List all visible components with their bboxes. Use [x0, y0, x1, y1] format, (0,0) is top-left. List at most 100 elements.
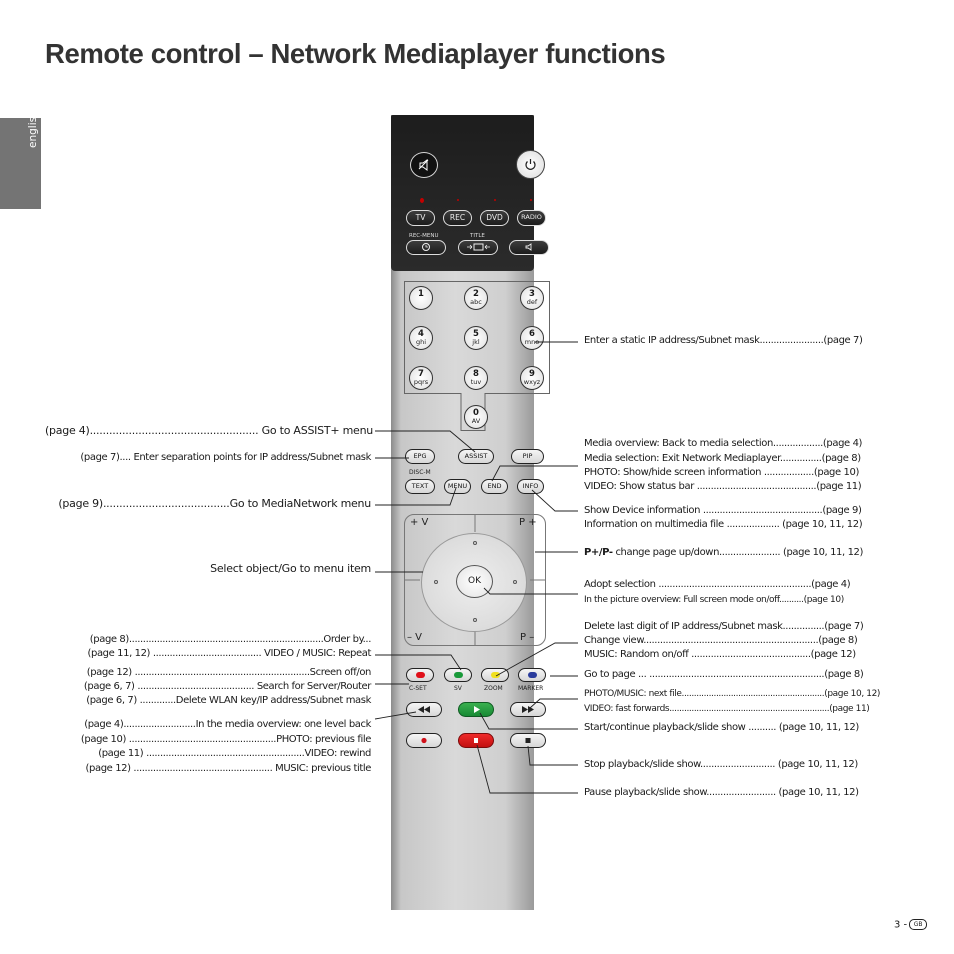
stop-icon	[525, 738, 531, 743]
ok-button[interactable]: OK	[456, 565, 493, 598]
format-button[interactable]	[458, 240, 498, 255]
page-number: 3 -GB	[894, 919, 928, 931]
green-button[interactable]	[444, 668, 472, 682]
annotation-back-to-media: Media overview: Back to media selection.…	[584, 438, 863, 449]
blue-button[interactable]	[518, 668, 546, 682]
dvd-button[interactable]: DVD	[480, 210, 509, 226]
annotation-change-view: Change view.............................…	[584, 635, 858, 646]
play-button[interactable]	[458, 702, 494, 717]
marker-label: MARKER	[518, 685, 544, 692]
c-set-label: C-SET	[409, 685, 427, 692]
yellow-button[interactable]	[481, 668, 509, 682]
zoom-label: ZOOM	[484, 685, 503, 692]
annotation-delete-wlan: (page 6, 7) .............Delete WLAN key…	[86, 695, 371, 706]
volume-down-button[interactable]: – V	[407, 632, 423, 643]
pause-icon	[474, 738, 478, 743]
red-button[interactable]	[406, 668, 434, 682]
assist-button[interactable]: ASSIST	[458, 449, 494, 464]
play-icon	[474, 706, 480, 713]
fast-forward-button[interactable]	[510, 702, 546, 717]
annotation-status-bar: VIDEO: Show status bar .................…	[584, 481, 862, 492]
power-icon	[525, 159, 536, 170]
mute-icon	[418, 159, 429, 171]
radio-button[interactable]: RADIO	[517, 210, 546, 226]
clock-icon	[422, 243, 430, 251]
annotation-full-screen: In the picture overview: Full screen mod…	[584, 595, 844, 605]
annotation-next-file: PHOTO/MUSIC: next file..................…	[584, 689, 881, 699]
number-key-1[interactable]: 1	[409, 286, 433, 310]
disc-m-label: DISC-M	[409, 469, 431, 476]
mute-button[interactable]	[410, 152, 438, 178]
annotation-screen-information: PHOTO: Show/hide screen information ....…	[584, 467, 859, 478]
aspect-ratio-icon	[467, 243, 490, 251]
annotation-separation-points: (page 7).... Enter separation points for…	[80, 452, 371, 463]
arrow-up-button[interactable]	[473, 541, 477, 545]
tv-button[interactable]: TV	[406, 210, 435, 226]
annotation-go-to-page: Go to page ... .........................…	[584, 669, 864, 680]
rec-button[interactable]: REC	[443, 210, 472, 226]
stop-button[interactable]	[510, 733, 546, 748]
language-tab: english	[0, 110, 41, 209]
annotation-device-information: Show Device information ................…	[584, 505, 862, 516]
arrow-down-button[interactable]	[473, 618, 477, 622]
numpad-outline	[404, 281, 550, 431]
annotation-select-object: Select object/Go to menu item	[210, 562, 371, 575]
power-button[interactable]	[516, 150, 545, 179]
annotation-fast-forward: VIDEO: fast forwards....................…	[584, 704, 870, 714]
gb-badge: GB	[909, 919, 928, 930]
annotation-random: MUSIC: Random on/off ...................…	[584, 649, 856, 660]
pause-button[interactable]	[458, 733, 494, 748]
record-icon	[421, 737, 427, 744]
annotation-pause-playback: Pause playback/slide show...............…	[584, 787, 859, 798]
annotation-previous-title: (page 12) ..............................…	[85, 763, 372, 774]
volume-up-button[interactable]: + V	[410, 517, 429, 528]
page-title: Remote control – Network Mediaplayer fun…	[45, 38, 666, 69]
annotation-search-server: (page 6, 7) ............................…	[83, 681, 371, 692]
info-button[interactable]: INFO	[517, 479, 544, 494]
fast-forward-icon	[522, 706, 534, 713]
pip-button[interactable]: PIP	[511, 449, 544, 464]
annotation-delete-last-digit: Delete last digit of IP address/Subnet m…	[584, 621, 864, 632]
annotation-start-playback: Start/continue playback/slide show .....…	[584, 722, 859, 733]
led-radio	[530, 199, 532, 201]
end-button[interactable]: END	[481, 479, 508, 494]
annotation-repeat: (page 11, 12) ..........................…	[87, 648, 372, 659]
menu-button[interactable]: MENU	[444, 479, 471, 494]
led-dvd	[494, 199, 496, 201]
annotation-stop-playback: Stop playback/slide show................…	[584, 759, 858, 770]
rewind-button[interactable]	[406, 702, 442, 717]
annotation-page-up-down: P+/P- change page up/down...............…	[584, 547, 863, 558]
program-down-button[interactable]: P –	[520, 632, 535, 643]
annotation-screen-off: (page 12) ..............................…	[86, 667, 372, 678]
text-button[interactable]: TEXT	[405, 479, 435, 494]
annotation-previous-file: (page 10) ..............................…	[80, 734, 371, 745]
arrow-left-button[interactable]	[434, 580, 438, 584]
annotation-adopt-selection: Adopt selection ........................…	[584, 579, 851, 590]
annotation-assist: (page 4)................................…	[45, 424, 374, 437]
arrow-right-button[interactable]	[513, 580, 517, 584]
audio-button[interactable]	[509, 240, 549, 255]
annotation-order-by: (page 8)................................…	[89, 634, 372, 645]
rec-menu-label: REC-MENU	[409, 233, 439, 239]
epg-button[interactable]: EPG	[405, 449, 435, 464]
title-label: TITLE	[470, 233, 485, 239]
record-button[interactable]	[406, 733, 442, 748]
annotation-level-back: (page 4)..........................In the…	[84, 719, 371, 730]
program-up-button[interactable]: P +	[519, 517, 537, 528]
annotation-exit-mediaplayer: Media selection: Exit Network Mediaplaye…	[584, 453, 861, 464]
rewind-icon	[418, 706, 430, 713]
timer-button[interactable]	[406, 240, 446, 255]
led-rec	[457, 199, 459, 201]
annotation-static-ip: Enter a static IP address/Subnet mask...…	[584, 335, 863, 346]
annotation-file-information: Information on multimedia file .........…	[584, 519, 863, 530]
